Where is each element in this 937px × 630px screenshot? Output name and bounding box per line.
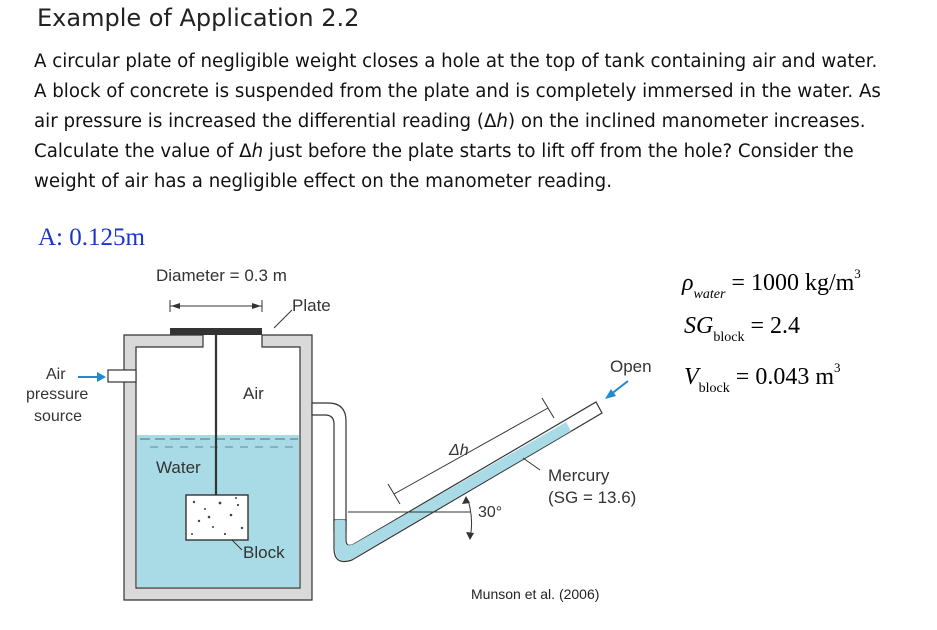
angle-arc xyxy=(467,499,473,539)
angle-arrow-bottom xyxy=(466,532,474,540)
air-source-arrow-head xyxy=(97,372,106,382)
block-leader xyxy=(231,539,243,551)
problem-text-3: just before the plate starts to lift off… xyxy=(34,141,854,192)
dh-tick-2 xyxy=(541,397,555,419)
diameter-label: Diameter = 0.3 m xyxy=(156,266,287,285)
v-exponent: 3 xyxy=(833,360,841,375)
mercury-label-2: (SG = 13.6) xyxy=(548,488,637,507)
open-arrow-head xyxy=(605,389,616,399)
figure-credit: Munson et al. (2006) xyxy=(471,586,600,602)
mercury-leader xyxy=(522,457,541,471)
water-label: Water xyxy=(156,458,201,477)
diameter-arrow-left xyxy=(171,303,180,309)
mercury-label-1: Mercury xyxy=(548,466,610,485)
problem-text-2: ) on the inclined manometer increases. C… xyxy=(34,111,866,162)
problem-statement: A circular plate of negligible weight cl… xyxy=(34,47,894,197)
given-rho-water: ρwater = 1000 kg/m3 xyxy=(682,266,861,302)
block-speckles xyxy=(191,497,244,536)
page-title: Example of Application 2.2 xyxy=(37,4,360,32)
given-sg-block: SGblock = 2.4 xyxy=(684,313,800,345)
dh-tick-1 xyxy=(387,483,401,505)
v-symbol: V xyxy=(684,364,699,390)
angle-label: 30° xyxy=(478,504,503,521)
plate xyxy=(170,328,262,335)
problem-var-h: h xyxy=(496,111,508,132)
rho-subscript: water xyxy=(693,287,726,302)
diameter-arrow-right xyxy=(252,303,261,309)
rho-value: = 1000 kg/m xyxy=(725,270,855,296)
sg-subscript: block xyxy=(713,330,745,345)
sg-value: = 2.4 xyxy=(744,313,800,339)
problem-text-1: A circular plate of negligible weight cl… xyxy=(34,51,881,132)
block-label: Block xyxy=(243,543,285,562)
v-subscript: block xyxy=(698,381,730,396)
connector-pipe xyxy=(311,402,347,531)
open-label: Open xyxy=(610,357,652,376)
dh-label: Δh xyxy=(449,442,469,459)
plate-leader xyxy=(273,309,293,329)
rho-symbol: ρ xyxy=(682,270,694,296)
air-source-label-1: Air xyxy=(46,366,66,383)
given-v-block: Vblock = 0.043 m3 xyxy=(684,360,840,396)
sg-symbol: SG xyxy=(684,313,714,339)
air-source-label-3: source xyxy=(34,408,83,425)
problem-var-h2: h xyxy=(251,141,264,162)
rho-exponent: 3 xyxy=(854,266,861,281)
angle-arrow-top xyxy=(462,496,470,504)
mercury-fill xyxy=(335,422,571,561)
air-label: Air xyxy=(243,384,264,403)
air-source-label-2: pressure xyxy=(26,386,89,403)
dh-dimension-line xyxy=(393,407,549,495)
air-inlet-pipe xyxy=(107,369,137,383)
tank-wall xyxy=(123,334,313,601)
answer-text: A: 0.125m xyxy=(38,224,145,251)
v-value: = 0.043 m xyxy=(729,364,834,390)
concrete-block xyxy=(185,494,249,541)
plate-label: Plate xyxy=(292,296,331,315)
